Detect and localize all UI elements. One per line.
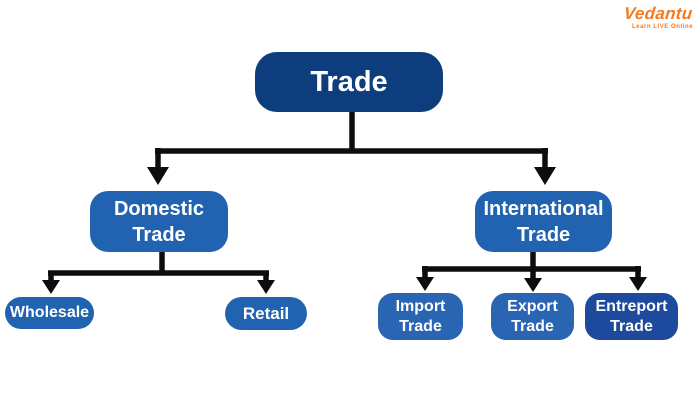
arrowhead-to-import — [416, 277, 434, 291]
arrowhead-to-international — [534, 167, 556, 185]
connector-domestic-children — [42, 250, 275, 294]
vedantu-logo-tagline: Learn LIVE Online — [631, 24, 693, 30]
arrowhead-to-retail — [257, 280, 275, 294]
node-trade: Trade — [255, 52, 443, 112]
node-retail: Retail — [225, 297, 307, 330]
node-import-trade: Import Trade — [378, 293, 463, 340]
node-entreport-trade: Entreport Trade — [585, 293, 678, 340]
arrowhead-to-wholesale — [42, 280, 60, 294]
arrowhead-to-domestic — [147, 167, 169, 185]
node-wholesale: Wholesale — [5, 297, 94, 329]
node-export-trade: Export Trade — [491, 293, 574, 340]
vedantu-logo: Vedantu Learn LIVE Online — [624, 4, 694, 30]
arrowhead-to-export — [524, 278, 542, 292]
node-international-trade: International Trade — [475, 191, 612, 252]
connector-international-children — [416, 250, 647, 292]
arrowhead-to-entreport — [629, 277, 647, 291]
node-domestic-trade: Domestic Trade — [90, 191, 228, 252]
connector-trade-level1 — [147, 111, 556, 185]
